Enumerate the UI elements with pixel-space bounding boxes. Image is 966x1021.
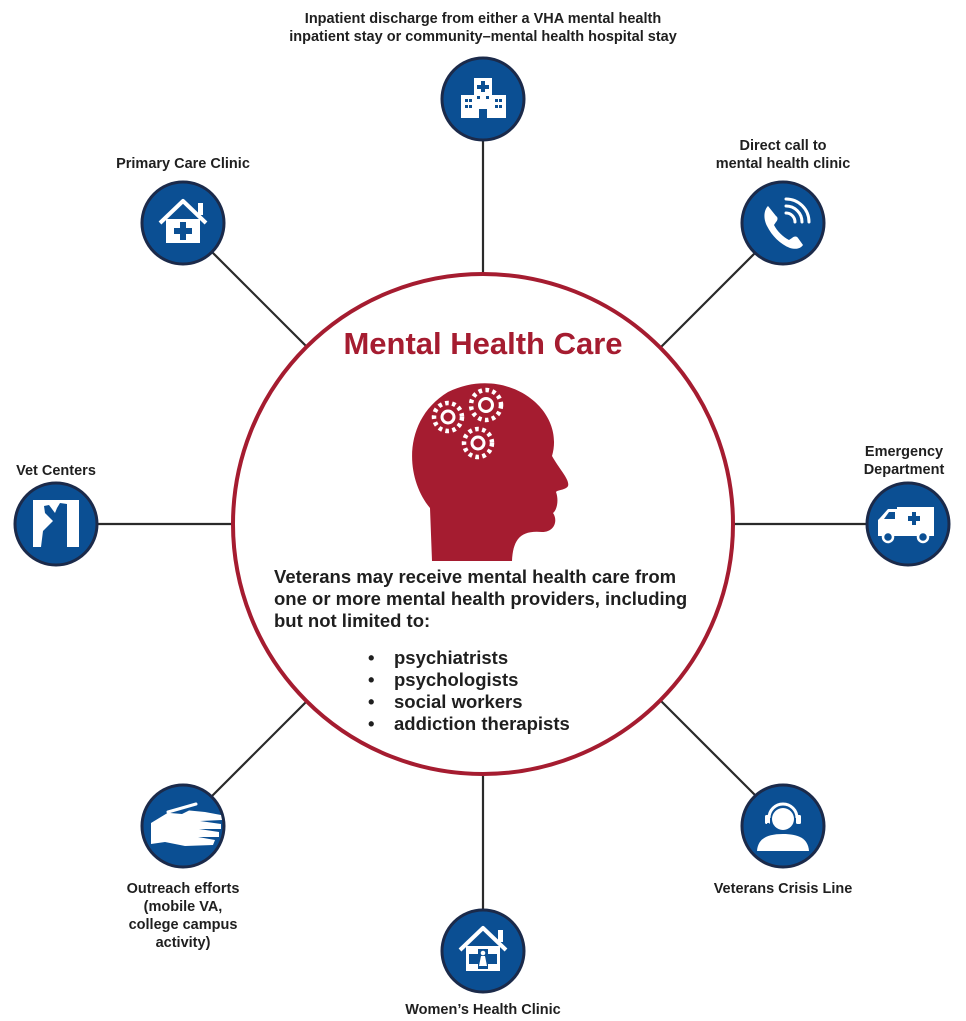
provider-item: addiction therapists — [368, 713, 570, 735]
label-line: Veterans Crisis Line — [713, 881, 853, 897]
diagram-title: Mental Health Care — [343, 326, 623, 361]
description-line: one or more mental health providers, inc… — [274, 588, 688, 609]
label-emergency: Emergency Department — [846, 443, 962, 479]
label-line: inpatient stay or community–mental healt… — [289, 29, 677, 45]
description-line: Veterans may receive mental health care … — [274, 566, 677, 587]
provider-item: psychologists — [368, 669, 570, 691]
label-line: Outreach efforts — [126, 881, 240, 897]
connector-direct-call — [660, 251, 757, 348]
label-primary-care: Primary Care Clinic — [83, 155, 283, 173]
ambulance-icon — [878, 507, 934, 544]
label-direct-call: Direct call to mental health clinic — [683, 137, 883, 173]
label-line: Direct call to — [739, 138, 827, 154]
label-vet-centers: Vet Centers — [0, 462, 112, 480]
description-line: but not limited to: — [274, 610, 431, 631]
node-direct-call — [740, 180, 826, 266]
label-line: Inpatient discharge from either a VHA me… — [304, 11, 662, 27]
connector-primary-care — [211, 251, 308, 348]
label-line: mental health clinic — [715, 156, 851, 172]
connector-lines — [97, 140, 867, 910]
label-line: Vet Centers — [16, 463, 96, 479]
label-line: activity) — [155, 935, 211, 951]
provider-item: social workers — [368, 691, 570, 713]
house-medical-cross-icon — [158, 199, 208, 243]
label-inpatient: Inpatient discharge from either a VHA me… — [233, 10, 733, 46]
headset-operator-icon — [757, 802, 809, 851]
label-womens: Women’s Health Clinic — [383, 1001, 583, 1019]
connector-crisis-line — [660, 700, 757, 797]
connector-outreach — [211, 700, 308, 797]
hospital-icon — [461, 78, 506, 118]
provider-item: psychiatrists — [368, 647, 570, 669]
label-line: Emergency — [864, 444, 944, 460]
house-woman-cross-icon — [458, 926, 508, 971]
center-description: Veterans may receive mental health care … — [274, 566, 714, 632]
provider-list: psychiatrists psychologists social worke… — [368, 647, 570, 735]
helping-hand-icon — [151, 802, 222, 846]
label-line: Primary Care Clinic — [116, 156, 250, 172]
label-outreach: Outreach efforts (mobile VA, college cam… — [108, 880, 258, 952]
head-gears-icon — [412, 383, 569, 561]
saluting-soldier-icon — [33, 500, 79, 547]
label-line: Women’s Health Clinic — [405, 1002, 561, 1018]
label-line: college campus — [128, 917, 238, 933]
label-crisis-line: Veterans Crisis Line — [683, 880, 883, 898]
label-line: (mobile VA, — [143, 899, 223, 915]
label-line: Department — [863, 462, 945, 478]
phone-call-icon — [764, 197, 811, 249]
